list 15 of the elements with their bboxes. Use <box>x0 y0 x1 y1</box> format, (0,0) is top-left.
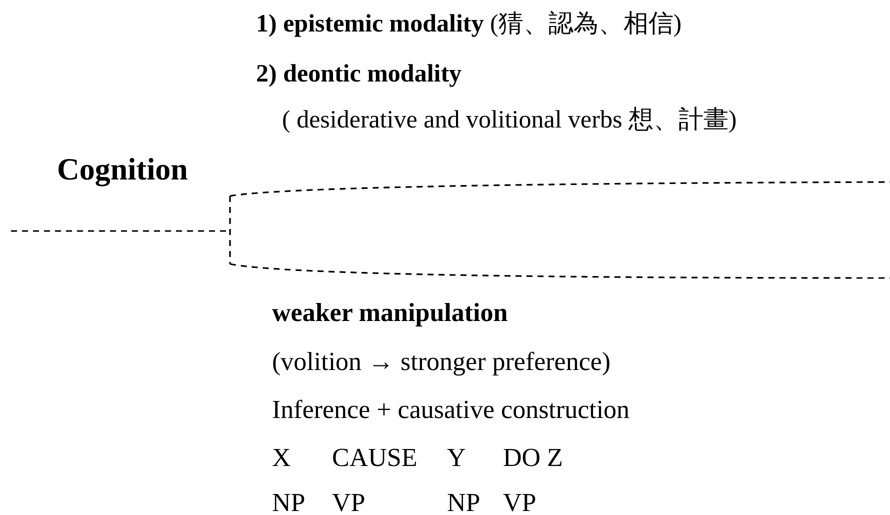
table-cell: X <box>272 445 291 471</box>
list-item: 2) deontic modality <box>256 62 462 86</box>
table-cell: Y <box>447 445 466 471</box>
table-cell: NP <box>447 490 480 515</box>
table-cell: NP <box>272 490 306 515</box>
list-item: 1) epistemic modality (猜、認為、相信) <box>256 12 682 36</box>
heading: Cognition <box>57 154 188 184</box>
text-line: ( desiderative and volitional verbs 想、計畫) <box>282 108 737 132</box>
table-cell: VP <box>503 490 536 515</box>
table-cell: VP <box>332 490 366 515</box>
subheading: weaker manipulation <box>272 300 508 326</box>
text-line: (volition → stronger preference) <box>272 349 611 375</box>
table-cell: DO Z <box>503 445 563 471</box>
text-line: Inference + causative construction <box>272 397 630 423</box>
table-cell: CAUSE <box>332 445 418 471</box>
